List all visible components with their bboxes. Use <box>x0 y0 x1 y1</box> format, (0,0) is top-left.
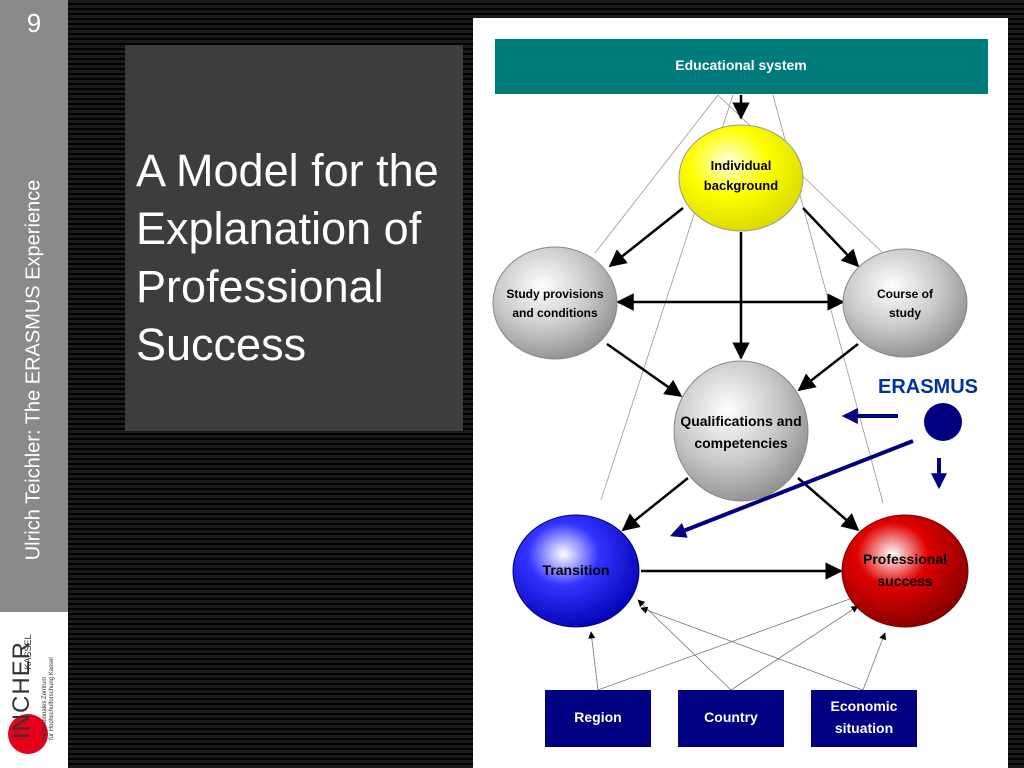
transition-label: Transition <box>543 562 610 578</box>
erasmus-to-transition-arrow <box>670 439 914 538</box>
individual-background-label-1: Individual <box>711 158 772 173</box>
region-label: Region <box>574 709 621 725</box>
logo-subtitle: Internationales Zentrum für Hochschulfor… <box>42 620 56 740</box>
individual-background-label-2: background <box>704 178 778 193</box>
economic-situation-label-1: Economic <box>831 698 898 714</box>
economic-situation-box <box>811 690 917 747</box>
educational-system-label: Educational system <box>675 57 807 73</box>
logo-subtitle-line2: für Hochschulforschung Kassel <box>49 657 55 740</box>
region-box <box>545 690 651 747</box>
study-provisions-label-2: and conditions <box>512 306 598 320</box>
course-of-study-label-2: study <box>889 306 921 320</box>
model-diagram: Educational system Individual background… <box>492 39 988 747</box>
economic-situation-label-2: situation <box>835 720 893 736</box>
professional-success-node <box>841 514 969 628</box>
logo-subtitle-line1: Internationales Zentrum <box>42 676 48 740</box>
qualifications-node <box>673 360 809 502</box>
professional-success-label-1: Professional <box>863 551 947 567</box>
logo-city: KASSEL <box>23 634 33 670</box>
title-box <box>125 45 463 431</box>
slide-number: 9 <box>26 8 42 38</box>
transition-node <box>512 514 640 628</box>
qualifications-label-2: competencies <box>694 435 788 451</box>
course-of-study-node <box>842 248 968 358</box>
country-box <box>678 690 784 747</box>
study-provisions-node <box>492 246 618 360</box>
course-of-study-label-1: Course of <box>877 287 934 301</box>
logo-circle-icon <box>8 714 48 754</box>
professional-success-label-2: success <box>877 573 932 589</box>
bottom-influence-lines <box>588 594 887 691</box>
qualifications-label-1: Qualifications and <box>680 413 801 429</box>
page-title: A Model for the Explanation of Professio… <box>136 145 439 370</box>
erasmus-circle-icon <box>924 403 962 441</box>
sidebar-title: Ulrich Teichler: The ERASMUS Experience <box>22 179 45 561</box>
study-provisions-label-1: Study provisions <box>506 287 604 301</box>
diagram-panel: Educational system Individual background… <box>473 18 1008 768</box>
country-label: Country <box>704 709 758 725</box>
erasmus-label: ERASMUS <box>878 376 978 398</box>
educational-system-box <box>495 39 988 94</box>
individual-background-node <box>678 124 804 232</box>
model-arrows <box>606 95 860 580</box>
